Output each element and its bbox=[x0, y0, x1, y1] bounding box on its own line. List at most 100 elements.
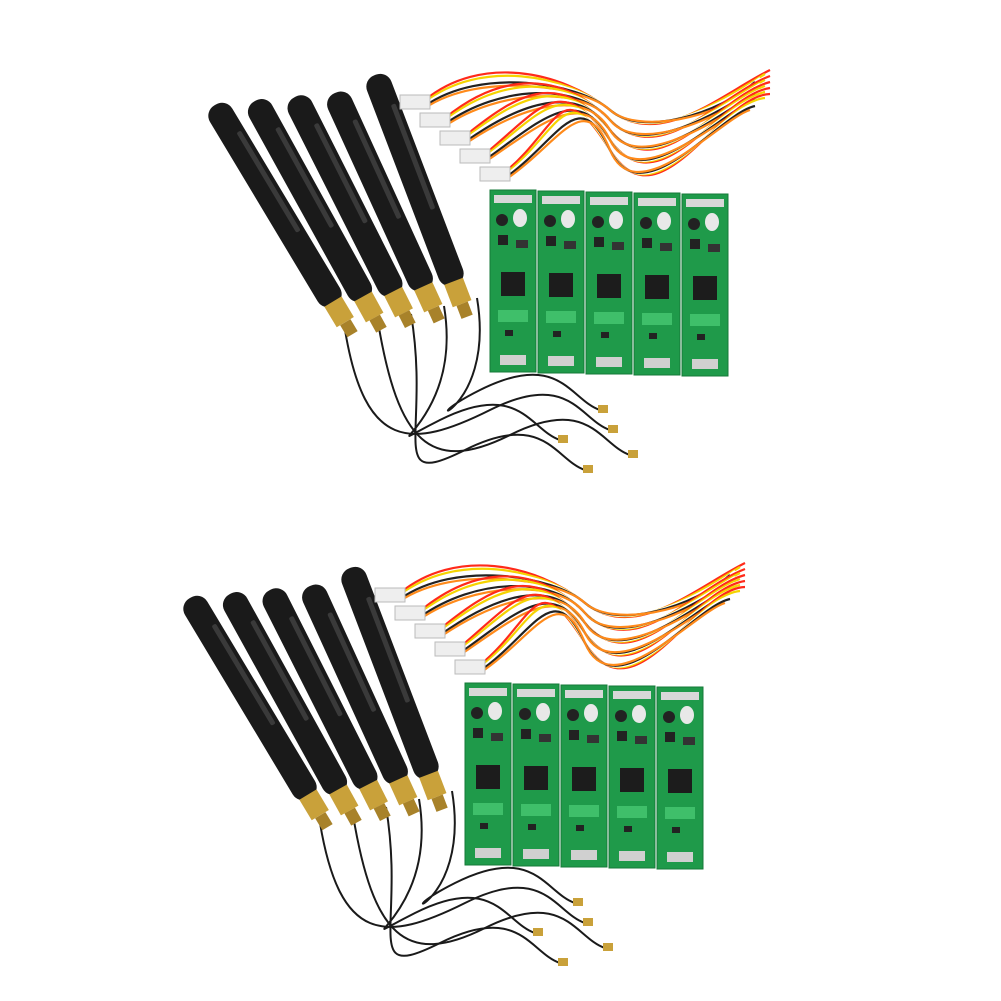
ufl-connector bbox=[583, 918, 593, 926]
pads bbox=[644, 358, 670, 368]
header-pins bbox=[494, 195, 532, 203]
pcb-module bbox=[585, 191, 633, 375]
rf-chip bbox=[549, 273, 573, 297]
regulator bbox=[665, 732, 675, 742]
sma-nut bbox=[398, 310, 416, 329]
rf-chip bbox=[645, 275, 669, 299]
regulator bbox=[521, 729, 531, 739]
capacitor bbox=[513, 209, 527, 227]
smd-part bbox=[553, 331, 561, 337]
header-pins bbox=[517, 689, 555, 697]
antenna-body bbox=[183, 595, 317, 801]
regulator bbox=[569, 730, 579, 740]
crystal bbox=[688, 218, 700, 230]
pigtail-cable bbox=[383, 798, 536, 934]
antenna bbox=[366, 73, 473, 319]
component bbox=[587, 735, 599, 743]
wire-harnesses bbox=[374, 562, 746, 675]
antenna bbox=[262, 588, 391, 822]
antenna-highlight bbox=[366, 596, 410, 703]
component bbox=[516, 240, 528, 248]
kit-2 bbox=[183, 562, 746, 966]
header-pins bbox=[542, 196, 580, 204]
capacitor bbox=[561, 210, 575, 228]
antennas bbox=[183, 566, 448, 831]
pcb-module bbox=[656, 686, 704, 870]
wire bbox=[459, 596, 726, 656]
sma-nut bbox=[431, 794, 448, 812]
wire bbox=[399, 577, 726, 616]
pcb-module bbox=[537, 190, 585, 374]
pads bbox=[475, 848, 501, 858]
rf-chip bbox=[620, 768, 644, 792]
trace-area bbox=[690, 314, 720, 326]
pigtail-cable bbox=[385, 806, 561, 964]
sma-nut bbox=[373, 803, 391, 822]
sma-connector bbox=[329, 784, 359, 816]
antenna bbox=[327, 91, 445, 324]
sma-nut bbox=[340, 319, 358, 338]
pcb-module bbox=[560, 684, 608, 868]
sma-nut bbox=[402, 798, 420, 817]
component bbox=[660, 243, 672, 251]
ufl-connector bbox=[558, 435, 568, 443]
antenna-body bbox=[222, 592, 348, 795]
regulator bbox=[642, 238, 652, 248]
jst-connector bbox=[479, 166, 511, 182]
regulator bbox=[617, 731, 627, 741]
pigtail-cable bbox=[377, 321, 631, 456]
wire bbox=[419, 584, 726, 629]
pigtail-cable bbox=[410, 313, 586, 471]
jst-connector bbox=[394, 605, 426, 621]
pcb-module bbox=[489, 189, 537, 373]
trace-area bbox=[521, 804, 551, 816]
crystal bbox=[592, 216, 604, 228]
antenna-body bbox=[302, 584, 408, 785]
pigtail-cable bbox=[408, 305, 561, 441]
smd-part bbox=[528, 824, 536, 830]
component bbox=[612, 242, 624, 250]
trace-area bbox=[594, 312, 624, 324]
component bbox=[491, 733, 503, 741]
antenna-highlight bbox=[314, 123, 368, 224]
jst-connector bbox=[454, 659, 486, 675]
pads bbox=[500, 355, 526, 365]
pcb-module bbox=[608, 685, 656, 869]
pigtail-cables bbox=[319, 790, 613, 966]
smd-part bbox=[649, 333, 657, 339]
trace-area bbox=[569, 805, 599, 817]
trace-area bbox=[665, 807, 695, 819]
antenna-body bbox=[247, 99, 373, 302]
sma-connector bbox=[389, 775, 418, 806]
component bbox=[683, 737, 695, 745]
sma-connector bbox=[299, 789, 329, 821]
trace-area bbox=[642, 313, 672, 325]
pads bbox=[667, 852, 693, 862]
jst-connector bbox=[414, 623, 446, 639]
ufl-connector bbox=[558, 958, 568, 966]
rf-chip bbox=[597, 274, 621, 298]
header-pins bbox=[613, 691, 651, 699]
smd-part bbox=[576, 825, 584, 831]
ufl-connector bbox=[583, 465, 593, 473]
component bbox=[539, 734, 551, 742]
antenna-body bbox=[287, 95, 403, 297]
regulator bbox=[498, 235, 508, 245]
antenna-highlight bbox=[327, 612, 377, 712]
pads bbox=[692, 359, 718, 369]
rf-chip bbox=[572, 767, 596, 791]
crystal bbox=[471, 707, 483, 719]
smd-part bbox=[601, 332, 609, 338]
crystal bbox=[663, 711, 675, 723]
ufl-connector bbox=[598, 405, 608, 413]
antenna-body bbox=[262, 588, 378, 790]
rf-chip bbox=[693, 276, 717, 300]
crystal bbox=[567, 709, 579, 721]
antenna bbox=[341, 566, 448, 812]
antenna-body bbox=[366, 73, 464, 287]
smd-part bbox=[624, 826, 632, 832]
wire bbox=[439, 590, 726, 641]
antenna-highlight bbox=[275, 127, 334, 228]
pigtail-cable bbox=[422, 790, 576, 905]
